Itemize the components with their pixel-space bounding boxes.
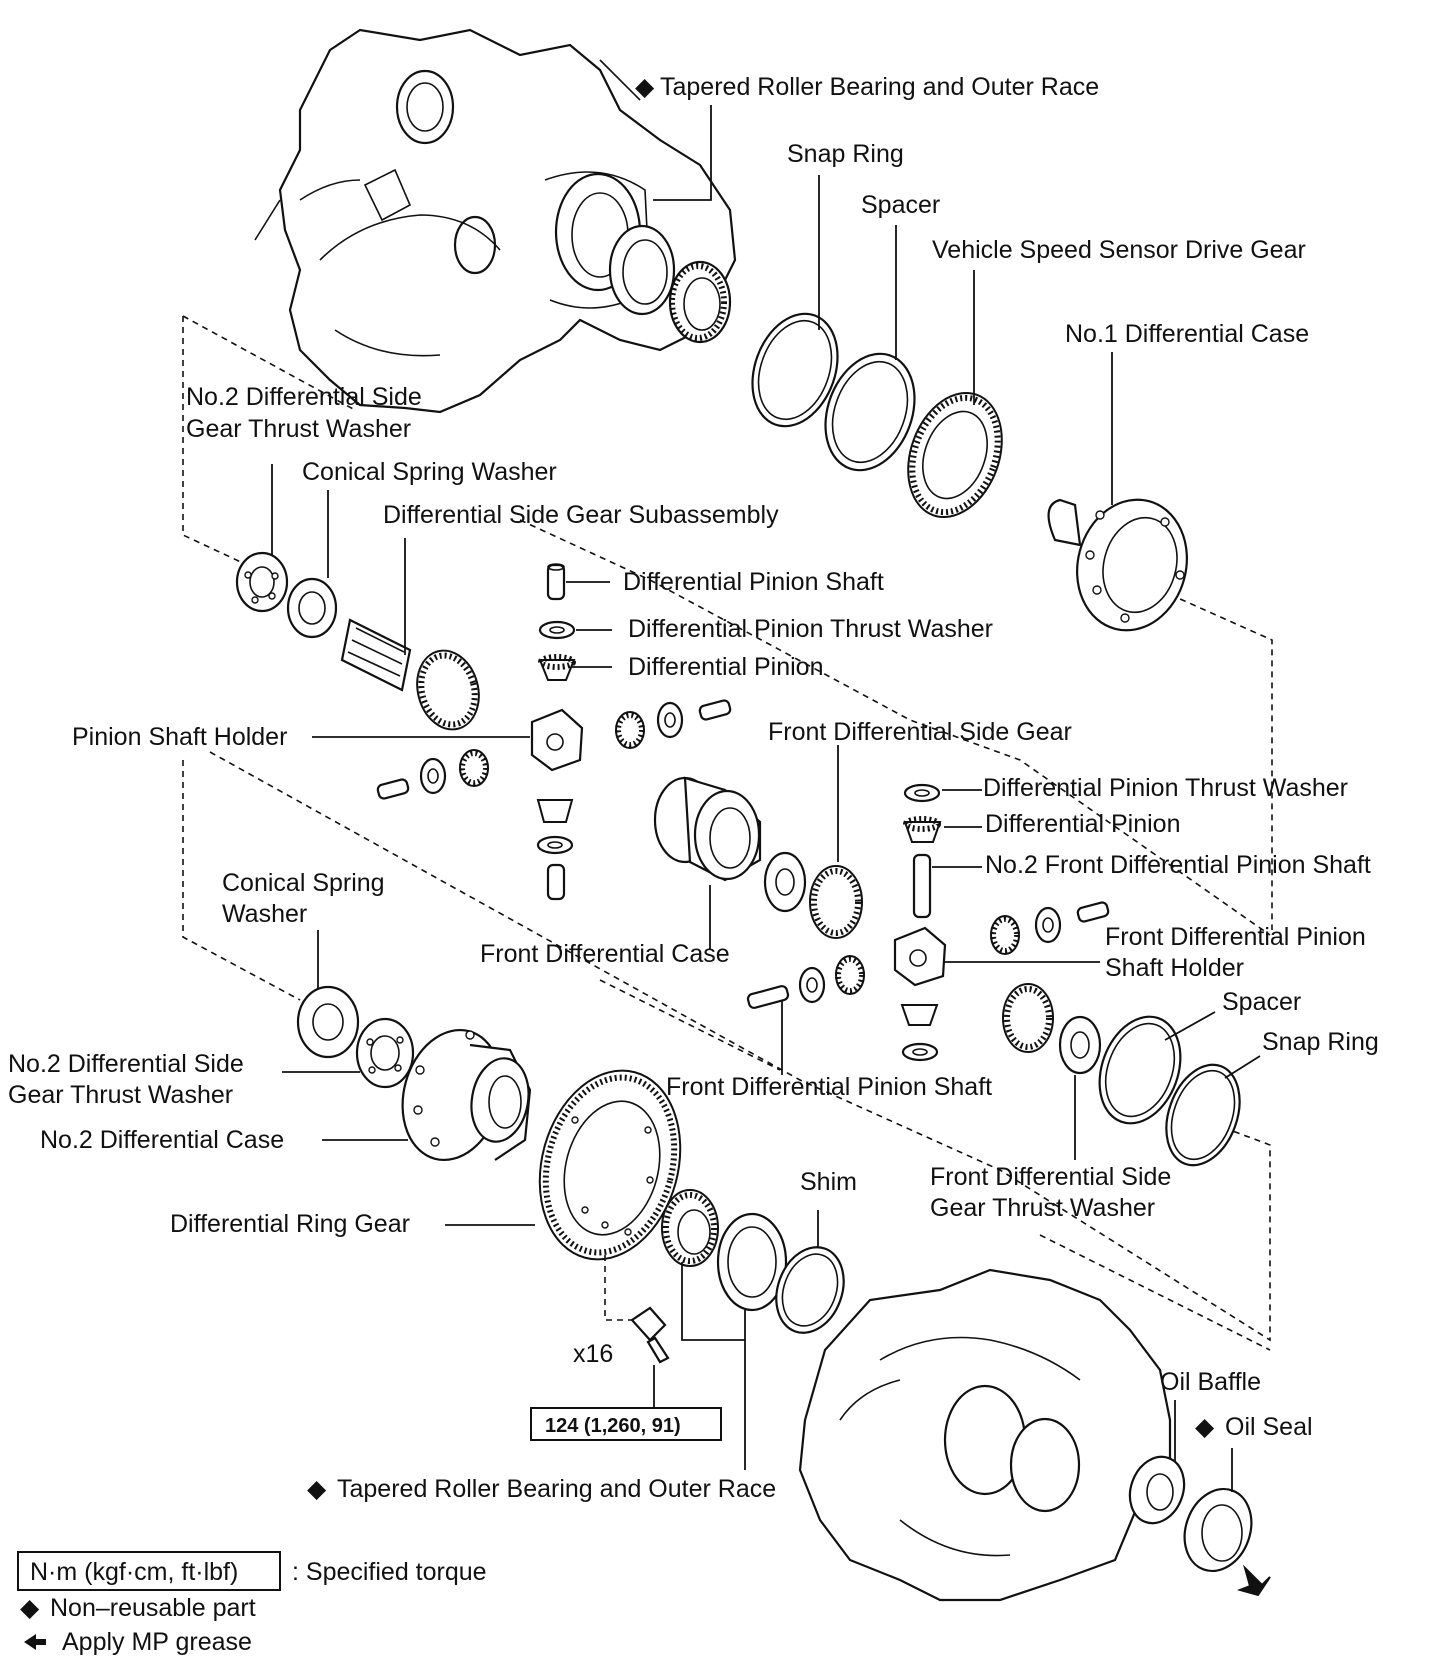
label-ring-gear: Differential Ring Gear xyxy=(170,1210,410,1238)
label-snap-ring-right: Snap Ring xyxy=(1262,1028,1379,1056)
pinion-set-left xyxy=(376,749,489,800)
differential-pinion-top xyxy=(538,654,576,681)
label-tapered-bearing-top: Tapered Roller Bearing and Outer Race xyxy=(660,73,1099,101)
label-no2-thrust-washer-top-2: Gear Thrust Washer xyxy=(186,415,411,443)
label-pinion-top: Differential Pinion xyxy=(628,653,823,681)
label-oil-baffle: Oil Baffle xyxy=(1160,1368,1261,1396)
label-front-side-gear: Front Differential Side Gear xyxy=(768,718,1072,746)
front-side-gear-thrust-washer-right xyxy=(1058,1015,1102,1075)
mp-grease-arrow-icon xyxy=(1236,1564,1271,1597)
label-no2-thrust-washer-left-1: No.2 Differential Side xyxy=(8,1050,244,1078)
label-pinion-right: Differential Pinion xyxy=(985,810,1180,838)
differential-pinion-shaft-top xyxy=(546,563,566,601)
front-side-gear-thrust-washer-center xyxy=(763,851,807,913)
label-speed-sensor-gear: Vehicle Speed Sensor Drive Gear xyxy=(932,236,1306,264)
label-no2-thrust-washer-top-1: No.2 Differential Side xyxy=(186,383,422,411)
label-shim: Shim xyxy=(800,1168,857,1196)
tapered-roller-bearing-bottom xyxy=(661,1189,788,1312)
label-front-side-gear-washer-1: Front Differential Side xyxy=(930,1163,1171,1191)
diamond-icon: ◆ xyxy=(307,1475,327,1503)
pinion-set-right xyxy=(615,699,732,749)
oil-seal xyxy=(1183,1487,1253,1573)
differential-pinion-right xyxy=(903,816,942,843)
label-pinion-shaft: Differential Pinion Shaft xyxy=(623,568,884,596)
legend-mp-grease: Apply MP grease xyxy=(62,1628,252,1656)
label-front-side-gear-washer-2: Gear Thrust Washer xyxy=(930,1194,1155,1222)
no2-thrust-washer-top xyxy=(235,551,289,613)
speed-sensor-drive-gear xyxy=(907,392,1003,518)
label-pinion-shaft-holder: Pinion Shaft Holder xyxy=(72,723,287,751)
no2-front-differential-pinion-shaft xyxy=(912,853,932,919)
arrow-left-icon xyxy=(24,1634,46,1650)
no2-differential-case xyxy=(401,1028,532,1162)
spacer-right xyxy=(1098,1015,1182,1125)
conical-spring-washer-left xyxy=(296,985,360,1059)
ring-gear-bolt xyxy=(630,1306,670,1364)
no1-differential-case xyxy=(1047,498,1188,632)
differential-side-gear-subassembly xyxy=(340,618,480,731)
oil-baffle xyxy=(1128,1455,1186,1525)
label-front-pinion-shaft: Front Differential Pinion Shaft xyxy=(666,1073,992,1101)
label-bolt-count: x16 xyxy=(573,1340,613,1368)
label-pinion-thrust-washer-top: Differential Pinion Thrust Washer xyxy=(628,615,993,643)
label-conical-washer-left-1: Conical Spring xyxy=(222,869,385,897)
legend: N·m (kgf·cm, ft·lbf) : Specified torque … xyxy=(17,1551,487,1656)
label-no2-front-pinion-shaft: No.2 Front Differential Pinion Shaft xyxy=(985,851,1371,879)
label-torque-value: 124 (1,260, 91) xyxy=(545,1415,681,1437)
front-differential-side-gear-right xyxy=(1002,983,1054,1053)
shim xyxy=(775,1246,845,1334)
diamond-icon: ◆ xyxy=(635,73,655,101)
label-no2-diff-case: No.2 Differential Case xyxy=(40,1126,284,1154)
differential-ring-gear xyxy=(538,1069,682,1261)
front-pinion-set-lower xyxy=(746,955,939,1062)
legend-non-reusable: Non–reusable part xyxy=(50,1594,256,1622)
legend-torque-box xyxy=(17,1551,281,1591)
transaxle-case-top xyxy=(254,28,737,414)
label-pinion-thrust-washer-right: Differential Pinion Thrust Washer xyxy=(983,774,1348,802)
legend-torque-desc: : Specified torque xyxy=(292,1558,487,1586)
front-differential-side-gear xyxy=(809,745,863,939)
no2-thrust-washer-left xyxy=(355,1017,415,1089)
snap-ring-top xyxy=(751,312,839,428)
differential-pinion-thrust-washer-top xyxy=(538,620,576,640)
transaxle-case-bottom xyxy=(798,1268,1172,1602)
snap-ring-right xyxy=(1165,1063,1241,1167)
front-differential-pinion-shaft-holder xyxy=(893,926,947,987)
pinion-shaft-holder xyxy=(530,708,584,772)
label-spacer-right: Spacer xyxy=(1222,988,1301,1016)
label-conical-washer-left-2: Washer xyxy=(222,900,307,928)
label-spacer-top: Spacer xyxy=(861,191,940,219)
spacer-top xyxy=(824,352,916,472)
diamond-icon: ◆ xyxy=(1195,1413,1215,1441)
label-no2-thrust-washer-left-2: Gear Thrust Washer xyxy=(8,1081,233,1109)
torque-box xyxy=(530,1407,722,1441)
label-front-pinion-holder-2: Shaft Holder xyxy=(1105,954,1244,982)
front-differential-case xyxy=(653,776,762,950)
label-oil-seal: Oil Seal xyxy=(1225,1413,1313,1441)
legend-torque-unit: N·m (kgf·cm, ft·lbf) xyxy=(30,1558,238,1586)
diamond-icon: ◆ xyxy=(20,1594,40,1622)
label-front-diff-case: Front Differential Case xyxy=(480,940,730,968)
label-conical-washer-top: Conical Spring Washer xyxy=(302,458,557,486)
front-pinion-set-right xyxy=(990,901,1110,955)
assembly-guide-lines xyxy=(182,315,1273,1351)
labels: ◆ Tapered Roller Bearing and Outer Race … xyxy=(8,73,1379,1503)
label-front-pinion-holder-1: Front Differential Pinion xyxy=(1105,923,1366,951)
tapered-roller-bearing-top xyxy=(608,224,732,344)
differential-pinion-thrust-washer-right xyxy=(903,783,941,803)
label-no1-diff-case: No.1 Differential Case xyxy=(1065,320,1309,348)
label-side-gear-subassembly: Differential Side Gear Subassembly xyxy=(383,501,779,529)
pinion-set-below-holder xyxy=(536,799,574,901)
label-snap-ring-top: Snap Ring xyxy=(787,140,904,168)
label-tapered-bearing-bottom: Tapered Roller Bearing and Outer Race xyxy=(337,1475,776,1503)
conical-spring-washer-top xyxy=(286,577,338,639)
